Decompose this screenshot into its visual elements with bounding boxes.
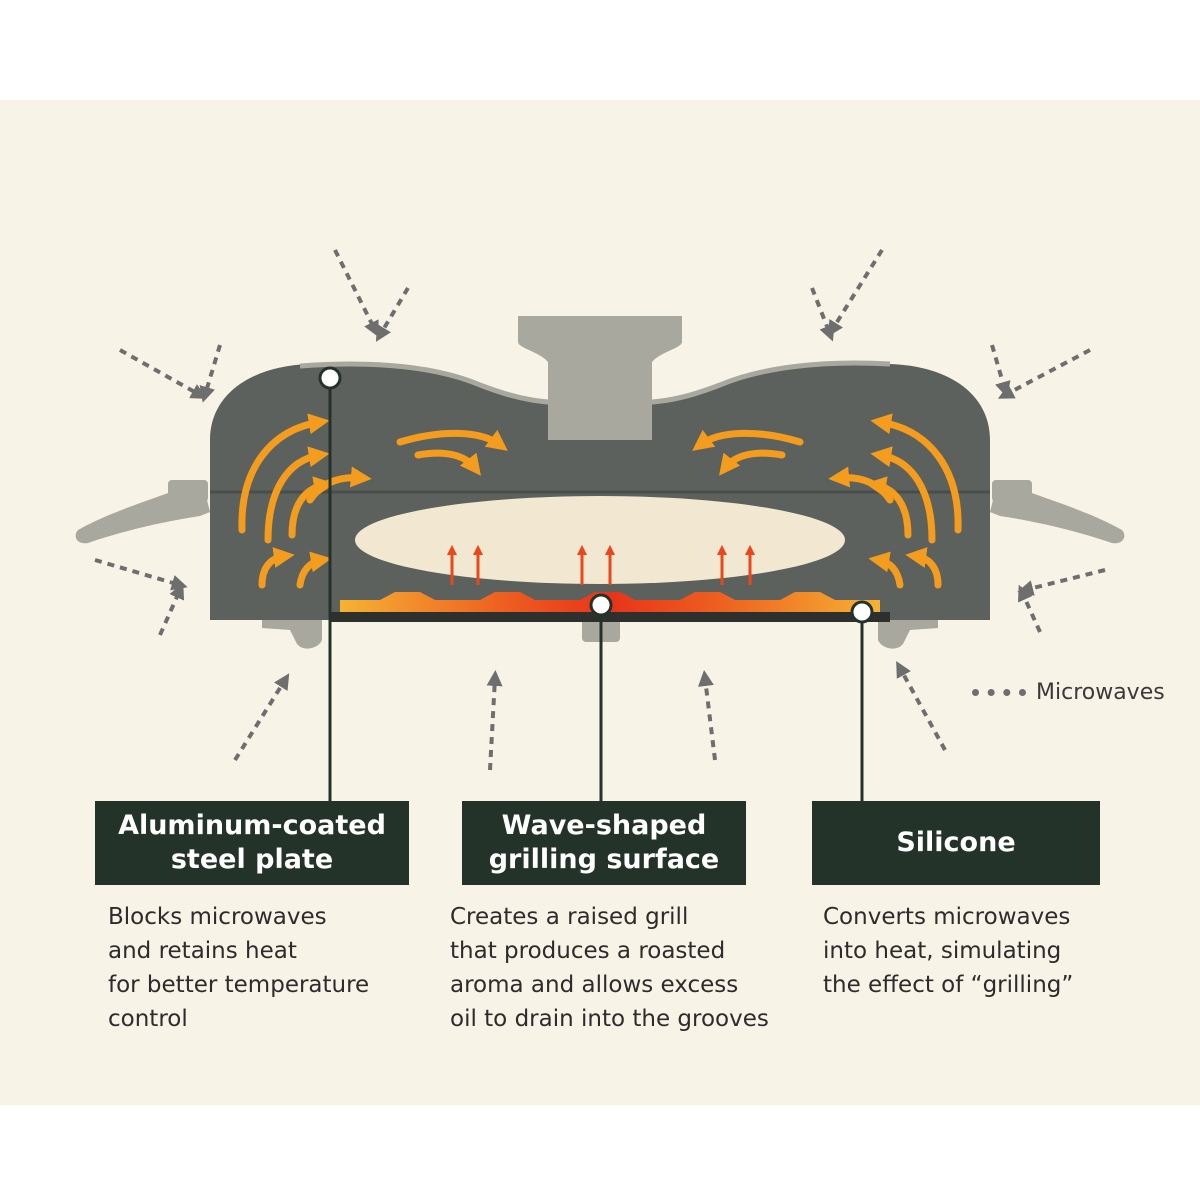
microwave-arrow (94, 558, 188, 591)
right-handle-bracket (992, 480, 1032, 502)
right-foot (878, 620, 938, 649)
microwave-legend: Microwaves (972, 680, 1165, 705)
heat-arrow (306, 466, 372, 504)
heat-arrow (238, 413, 330, 534)
description-silicone: Converts microwaves into heat, simulatin… (823, 904, 1074, 998)
microwave-arrow (486, 670, 503, 771)
leader-dot-silicone (850, 600, 874, 624)
microwave-arrow (158, 582, 185, 636)
heat-arrow (258, 547, 295, 589)
microwave-arrow (827, 248, 884, 337)
leader-dot-grill-surface (589, 593, 613, 617)
heat-arrow (396, 429, 508, 451)
rising-heat-arrows (446, 544, 756, 585)
leader-dot-steel-plate (318, 366, 342, 390)
microwave-arrows (94, 248, 1106, 771)
microwave-arrow (333, 249, 379, 338)
heat-arrow (296, 551, 332, 589)
microwave-arrow (1017, 568, 1106, 596)
microwave-arrow (810, 287, 835, 342)
microwave-arrow (990, 344, 1011, 398)
heat-arrow (870, 446, 936, 544)
lid-handle-knob (518, 316, 682, 440)
microwave-arrow (199, 344, 222, 403)
left-foot (262, 620, 322, 649)
microwave-arrow (233, 673, 290, 762)
description-steel-plate: Blocks microwaves and retains heat for b… (108, 904, 370, 1032)
callout-leaders (318, 366, 874, 802)
heat-arrow (905, 547, 942, 589)
microwave-arrow (698, 670, 717, 761)
microwave-arrow (119, 348, 207, 399)
heat-arrow (719, 449, 786, 476)
heat-circulation-arrows (238, 413, 962, 589)
heat-arrow (414, 449, 481, 476)
left-handle-bracket (168, 480, 208, 502)
food-item (355, 496, 845, 584)
microwave-arrow (1017, 584, 1042, 633)
label-silicone: Silicone (812, 801, 1100, 885)
heat-arrow (870, 413, 962, 534)
label-grill-surface: Wave-shaped grilling surface (462, 801, 746, 885)
label-steel-plate: Aluminum-coated steel plate (95, 801, 409, 885)
microwave-arrow (375, 286, 410, 342)
heat-arrow (828, 466, 894, 504)
heat-arrow (692, 429, 804, 451)
heat-arrow (264, 446, 330, 544)
microwave-arrow (997, 348, 1091, 399)
legend-label: Microwaves (1036, 680, 1165, 705)
microwave-arrow (896, 660, 947, 751)
description-grill-surface: Creates a raised grill that produces a r… (450, 904, 769, 1032)
heat-arrow (868, 551, 904, 589)
dotted-line-icon (972, 689, 1026, 696)
grill-base-plate (330, 612, 890, 622)
